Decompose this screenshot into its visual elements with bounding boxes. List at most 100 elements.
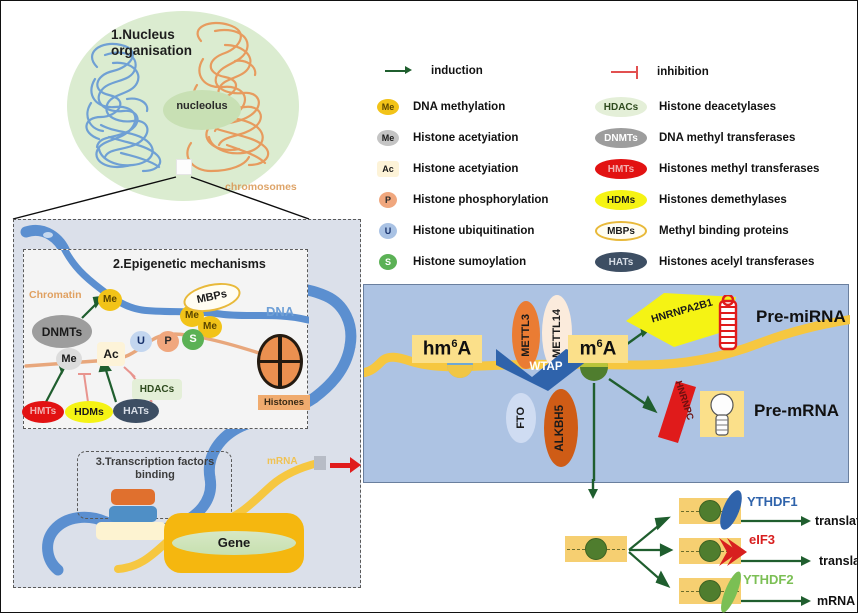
transcription-title-line2: binding [135, 469, 175, 482]
dnmts-oval: DNMTs [32, 315, 92, 348]
legend-item-mbps: MBPs Methyl binding proteins [595, 221, 789, 241]
transcription-title-line1: 3.Transcription factors [95, 456, 215, 468]
hdms-oval: HDMs [65, 401, 113, 423]
reader-row-2-dot [699, 540, 721, 562]
legend-label-hdacs: Histone deacetylases [659, 101, 776, 113]
legend-inhibition: inhibition [611, 65, 709, 79]
hmts-oval: HMTs [22, 401, 64, 423]
transcription-title: 3.Transcription factors binding [81, 456, 229, 482]
legend-item-dnmts: DNMTs DNA methyl transferases [595, 128, 795, 148]
legend-label-histone-acetylation: Histone acetyiation [413, 163, 519, 175]
alkbh5-oval: ALKBH5 [544, 389, 578, 467]
nucleus-title-line2: organisation [111, 42, 193, 58]
pre-mirna-label: Pre-miRNA [756, 307, 846, 326]
hats-oval: HATs [113, 399, 159, 423]
pre-mrna-hairpin-icon [710, 393, 734, 436]
mettl3-oval: METTL3 [512, 301, 540, 369]
legend-label-mbps: Methyl binding proteins [659, 225, 789, 237]
nucleus-organisation-panel: nucleolus 1.Nucleus organisation chromos… [39, 5, 315, 205]
legend-item-histone-methylation: Me Histone acetyiation [377, 130, 518, 146]
zoom-connector-lines [12, 176, 310, 220]
reader-row-2-outcome: translation [819, 554, 858, 568]
hnrnpa2b1-banner [626, 293, 736, 347]
ythdf2-label: YTHDF2 [743, 572, 794, 587]
mrna-export-arrow-head [350, 457, 361, 473]
histones-label: Histones [258, 395, 310, 410]
reader-branch-arrows [628, 516, 674, 589]
legend-item-dna-methylation: Me DNA methylation [377, 99, 505, 115]
reader-row-3-dot [699, 580, 721, 602]
fto-oval: FTO [506, 393, 536, 443]
legend-item-hats: HATs Histones acelyl transferases [595, 252, 814, 272]
epigenetics-title: 2.Epigenetic mechanisms [113, 257, 266, 271]
hdacs-oval: HDACs [132, 379, 182, 400]
legend-inhibition-label: inhibition [657, 66, 709, 78]
nucleosome-icon [257, 334, 303, 389]
gene-label: Gene [217, 535, 251, 550]
ythdf2-shape [721, 571, 741, 613]
dna-label: DNA [266, 304, 295, 319]
eif3-shape [719, 538, 747, 566]
mark-p: P [157, 331, 179, 352]
tf-block-blue [109, 506, 157, 522]
reader-row-1-outcome: translation [815, 514, 858, 528]
chromatin-label: Chromatin [29, 289, 82, 301]
u-icon: U [379, 223, 397, 239]
legend-item-hdacs: HDACs Histone deacetylases [595, 97, 776, 117]
me-dna-icon: Me [377, 99, 399, 115]
reader-source-m6a-dot [585, 538, 607, 560]
legend-induction: induction [385, 65, 483, 77]
dnmts-icon: DNMTs [595, 128, 647, 148]
tf-block-cream [96, 522, 166, 540]
fto-label: FTO [514, 407, 527, 429]
inhibition-bar-icon [611, 65, 645, 79]
mrna-label: mRNA [267, 456, 298, 467]
mbps-icon: MBPs [595, 221, 647, 241]
pre-mirna-hairpin-icon [718, 295, 738, 351]
reader-row-1-arrow [741, 516, 811, 526]
mark-s: S [182, 329, 204, 350]
reader-row-3-arrow [741, 596, 811, 606]
eif3-label: eIF3 [749, 532, 776, 547]
mark-u: U [130, 331, 152, 352]
legend-label-dnmts: DNA methyl transferases [659, 132, 796, 144]
m6a-label: m6A [568, 335, 628, 363]
legend-label-dna-methylation: DNA methylation [413, 101, 506, 113]
legend-label-sumoylation: Histone sumoylation [413, 256, 527, 268]
legend-label-phosphorylation: Histone phosphorylation [413, 194, 549, 206]
gene-inner-ellipse [172, 531, 296, 555]
hdms-icon: HDMs [595, 190, 647, 210]
legend-item-hmts: HMTs Histones methyl transferases [595, 159, 819, 179]
mark-me-histone: Me [56, 348, 82, 370]
hnrnpc-bar [658, 381, 696, 443]
legend-item-ubiquitination: U Histone ubiquitination [379, 223, 534, 239]
s-icon: S [379, 254, 397, 270]
chromosomes-label: chromosomes [225, 181, 297, 193]
nucleolus-shape [163, 90, 241, 130]
legend-item-phosphorylation: P Histone phosphorylation [379, 192, 548, 208]
m6a-readers-panel: YTHDF1 translation eIF3 translation YTHD… [561, 488, 858, 613]
reader-row-1-dot [699, 500, 721, 522]
mark-ac: Ac [97, 342, 125, 366]
tf-block-orange [111, 489, 155, 505]
zoom-region-marker [176, 159, 192, 175]
hdacs-icon: HDACs [595, 97, 647, 117]
legend-item-sumoylation: S Histone sumoylation [379, 254, 526, 270]
reader-row-2-arrow [741, 556, 811, 566]
nucleolus-label: nucleolus [176, 100, 228, 112]
ac-icon: Ac [377, 161, 399, 177]
mark-me-dna: Me [98, 289, 122, 311]
legend-item-histone-acetylation: Ac Histone acetyiation [377, 161, 518, 177]
induction-arrow-icon [385, 65, 419, 77]
legend-induction-label: induction [431, 65, 483, 77]
legend-item-hdms: HDMs Histones demethylases [595, 190, 787, 210]
mrna-export-arrow-body [330, 463, 353, 468]
hm6a-label: hm6A [412, 335, 482, 363]
legend-label-histone-methylation: Histone acetyiation [413, 132, 519, 144]
ythdf1-shape [720, 490, 742, 530]
legend-label-hats: Histones acelyl transferases [659, 256, 815, 268]
reader-row-3-outcome: mRNA decay [817, 594, 858, 608]
mark-me-mbp-2: Me [198, 316, 222, 338]
legend-label-hdms: Histones demethylases [659, 194, 787, 206]
